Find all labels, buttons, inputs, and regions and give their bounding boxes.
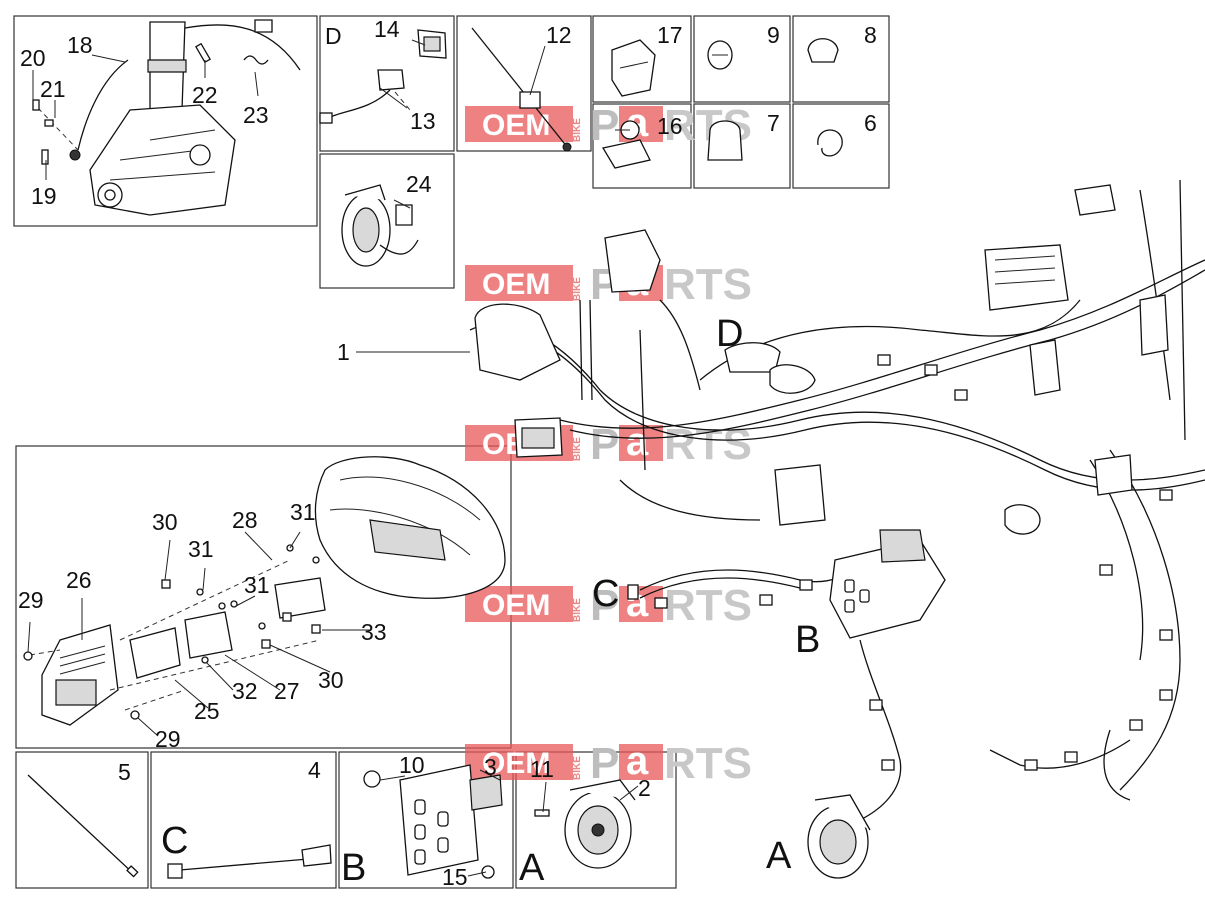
callout-12: 12	[546, 22, 572, 48]
relay-24-drawing	[341, 184, 419, 267]
group-letter-a-main: A	[766, 835, 792, 877]
callout-32: 32	[232, 678, 258, 704]
watermark-oem: OEM	[482, 589, 550, 622]
cable-tie-12-drawing	[471, 27, 572, 152]
callout-16: 16	[657, 113, 683, 139]
callout-27: 27	[274, 678, 300, 704]
watermark-bottom: OEM BIKE P a RTS	[465, 739, 752, 788]
callout-30-bottom: 30	[318, 667, 344, 693]
callout-18: 18	[67, 32, 93, 58]
callout-33: 33	[361, 619, 387, 645]
watermark-oem: OEM	[482, 747, 550, 780]
group-letter-d-panel: D	[325, 23, 342, 49]
watermark-bike: BIKE	[572, 437, 583, 461]
group-letter-d-main: D	[716, 313, 743, 355]
callout-numbers: 1 2 3 4 5 6 7 8 9 10 11 12 13 14 15 16 1…	[18, 16, 877, 890]
watermark-oem: OEM	[482, 109, 550, 142]
dashboard-assembly-drawing	[23, 456, 506, 726]
watermark-rts: RTS	[664, 420, 752, 469]
callout-30-top: 30	[152, 509, 178, 535]
callout-23: 23	[243, 102, 269, 128]
callout-8: 8	[864, 22, 877, 48]
watermark-bike: BIKE	[572, 118, 583, 142]
callout-22: 22	[192, 82, 218, 108]
callout-19: 19	[31, 183, 57, 209]
bottom-panel-drawings	[27, 764, 636, 879]
callout-3: 3	[484, 754, 497, 780]
group-letter-b-panel: B	[341, 847, 366, 889]
callout-7: 7	[767, 110, 780, 136]
watermark-rts: RTS	[664, 739, 752, 788]
callout-14: 14	[374, 16, 400, 42]
watermark-p: P	[590, 581, 619, 630]
callout-29-left: 29	[18, 587, 44, 613]
callout-31-left: 31	[188, 536, 214, 562]
watermark-rts: RTS	[664, 581, 752, 630]
fork-sensor-drawing	[32, 19, 301, 216]
switch-connector-drawing	[319, 29, 447, 124]
callout-2: 2	[638, 775, 651, 801]
watermark-rts: RTS	[664, 260, 752, 309]
callout-20: 20	[20, 45, 46, 71]
watermark-bike: BIKE	[572, 598, 583, 622]
group-letter-c-panel: C	[161, 820, 188, 862]
callout-17: 17	[657, 22, 683, 48]
watermark-lower: OEM BIKE P a RTS	[465, 581, 752, 630]
leader-lines	[27, 39, 639, 877]
main-harness-drawing	[469, 179, 1205, 879]
callout-5: 5	[118, 759, 131, 785]
callout-29-bottom: 29	[155, 726, 181, 752]
small-parts-drawings	[601, 38, 843, 169]
callout-31-top: 31	[290, 499, 316, 525]
watermark-red-block	[465, 106, 573, 142]
callout-28: 28	[232, 507, 258, 533]
callout-10: 10	[399, 752, 425, 778]
watermark-a: a	[626, 739, 649, 783]
group-letter-b-main: B	[795, 619, 820, 661]
callout-21: 21	[40, 76, 66, 102]
callout-24: 24	[406, 171, 432, 197]
group-letter-a-panel: A	[519, 847, 545, 889]
callout-11: 11	[530, 756, 554, 782]
callout-31-mid: 31	[244, 572, 270, 598]
watermark-bike: BIKE	[572, 277, 583, 301]
watermark-bike: BIKE	[572, 756, 583, 780]
watermark-oem: OEM	[482, 268, 550, 301]
callout-9: 9	[767, 22, 780, 48]
callout-26: 26	[66, 567, 92, 593]
callout-13: 13	[410, 108, 436, 134]
callout-6: 6	[864, 110, 877, 136]
callout-4: 4	[308, 757, 321, 783]
watermark-p: P	[590, 101, 619, 150]
callout-25: 25	[194, 698, 220, 724]
group-letters: D D C B A C B A	[161, 23, 820, 889]
callout-1: 1	[337, 339, 350, 365]
watermark-p: P	[590, 739, 619, 788]
group-letter-c-main: C	[592, 573, 619, 615]
callout-15: 15	[442, 864, 468, 890]
